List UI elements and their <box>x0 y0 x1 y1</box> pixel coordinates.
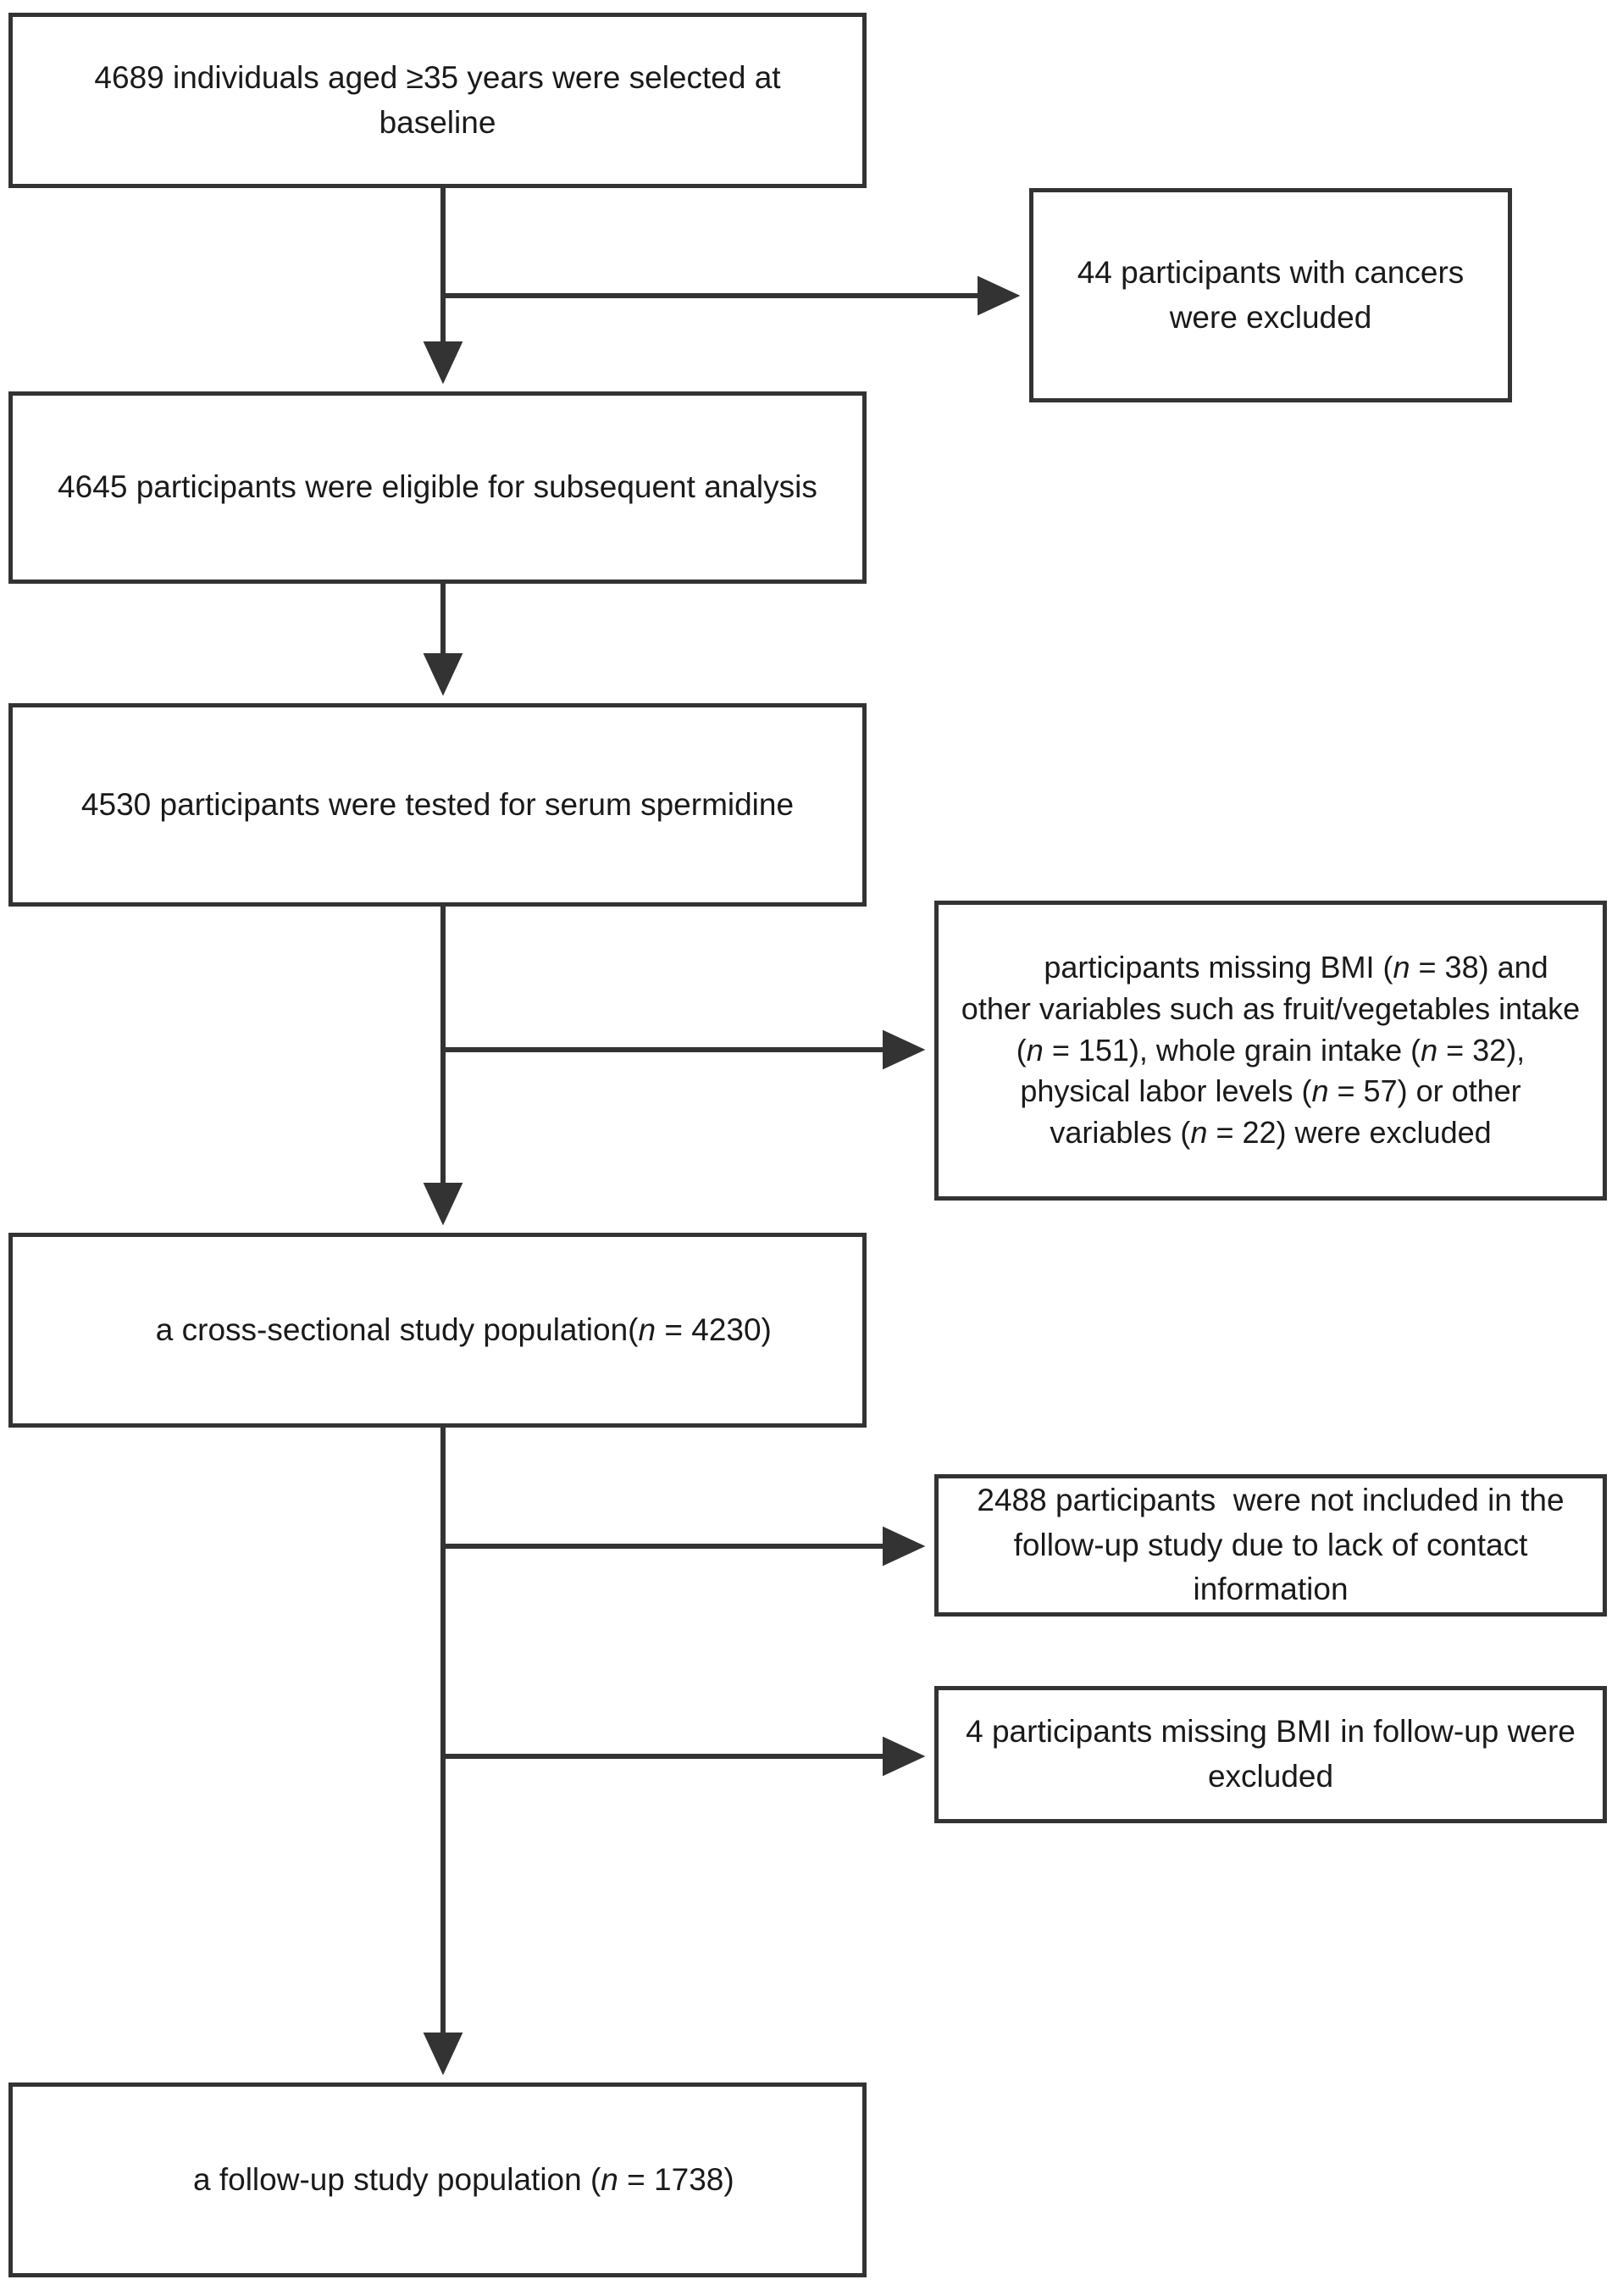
node-eligible: 4645 participants were eligible for subs… <box>8 391 867 584</box>
node-missing-bmi-followup-excluded: 4 participants missing BMI in follow-up … <box>934 1686 1607 1823</box>
italic-n-3: n <box>1421 1032 1438 1068</box>
node-missing-bmi-followup-excluded-label: 4 participants missing BMI in follow-up … <box>966 1714 1585 1794</box>
node-baseline-label: 4689 individuals aged ≥35 years were sel… <box>94 59 789 140</box>
cross-sectional-text-a: a cross-sectional study population( <box>155 1312 639 1347</box>
followup-text-a: a follow-up study population ( <box>193 2161 601 2197</box>
node-followup-population: a follow-up study population (n = 1738) <box>8 2082 867 2277</box>
node-eligible-label: 4645 participants were eligible for subs… <box>58 469 817 505</box>
node-cross-sectional-population-label: a cross-sectional study population(n = 4… <box>33 1263 842 1397</box>
node-missing-variables-excluded: participants missing BMI (n = 38) and ot… <box>934 901 1607 1201</box>
text-seg-8: = 57) or other variables ( <box>1050 1073 1530 1151</box>
node-missing-variables-excluded-label: participants missing BMI (n = 38) and ot… <box>959 906 1582 1196</box>
italic-n-5: n <box>1190 1115 1208 1151</box>
node-cancer-excluded: 44 participants with cancers were exclud… <box>1029 188 1512 402</box>
italic-n-1: n <box>1393 949 1410 984</box>
node-not-included-followup-label: 2488 participants were not included in t… <box>977 1483 1573 1607</box>
text-seg-2: = 38) and other variables such as fruit/… <box>961 949 1589 1068</box>
italic-n-2: n <box>1026 1032 1044 1068</box>
node-tested-serum-spermidine: 4530 participants were tested for serum … <box>8 703 867 907</box>
node-cancer-excluded-label: 44 participants with cancers were exclud… <box>1077 254 1473 335</box>
node-cross-sectional-population: a cross-sectional study population(n = 4… <box>8 1233 867 1428</box>
italic-n-followup: n <box>601 2161 618 2197</box>
italic-n-4: n <box>1311 1073 1329 1109</box>
followup-text-b: = 1738) <box>618 2161 734 2197</box>
node-followup-population-label: a follow-up study population (n = 1738) <box>33 2113 842 2247</box>
node-tested-serum-spermidine-label: 4530 participants were tested for serum … <box>80 786 795 822</box>
node-not-included-followup: 2488 participants were not included in t… <box>934 1474 1607 1617</box>
text-seg-6: = 32), physical labor levels ( <box>1020 1032 1534 1109</box>
node-baseline: 4689 individuals aged ≥35 years were sel… <box>8 13 867 188</box>
text-seg-0: participants missing BMI ( <box>1044 949 1393 984</box>
text-seg-10: = 22) were excluded <box>1207 1115 1492 1151</box>
text-seg-4: = 151), whole grain intake ( <box>1043 1032 1421 1068</box>
italic-n-cross-sectional: n <box>638 1312 656 1347</box>
cross-sectional-text-b: = 4230) <box>656 1312 772 1347</box>
